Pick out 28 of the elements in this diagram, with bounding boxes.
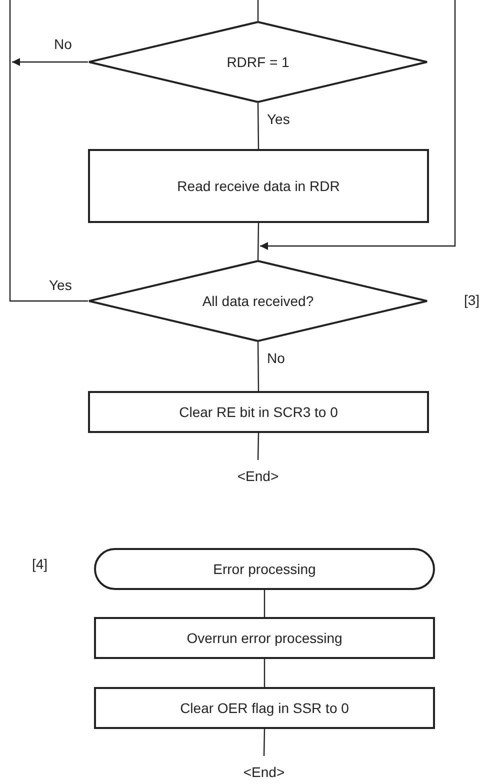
end-label: <End> xyxy=(228,466,288,486)
connector-line xyxy=(257,432,260,460)
connector-line xyxy=(264,590,266,617)
process-box: Overrun error processing xyxy=(94,617,435,659)
connector-line xyxy=(257,0,259,21)
step-number: [4] xyxy=(32,556,48,572)
connector-line xyxy=(264,659,266,687)
process-box: Clear RE bit in SCR3 to 0 xyxy=(88,391,429,433)
step-number: [3] xyxy=(464,292,480,308)
process-box: Read receive data in RDR xyxy=(88,149,429,223)
process-box: Clear OER flag in SSR to 0 xyxy=(94,687,435,729)
connector-line xyxy=(257,223,260,260)
connector-line xyxy=(263,728,266,756)
arrow xyxy=(260,0,456,250)
connector-line xyxy=(257,342,260,391)
decision-diamond xyxy=(88,260,428,342)
connector-line xyxy=(9,0,88,302)
decision-diamond xyxy=(88,21,428,103)
connector-line xyxy=(257,103,260,149)
end-label: <End> xyxy=(234,762,294,782)
edge-label: Yes xyxy=(266,111,291,127)
terminal-box: Error processing xyxy=(94,548,435,590)
diamond-label: RDRF = 1 xyxy=(226,54,290,70)
arrow xyxy=(12,58,88,66)
diamond-label: All data received? xyxy=(202,293,314,309)
edge-label: No xyxy=(53,36,73,52)
edge-label: No xyxy=(266,350,286,366)
edge-label: Yes xyxy=(48,277,73,293)
